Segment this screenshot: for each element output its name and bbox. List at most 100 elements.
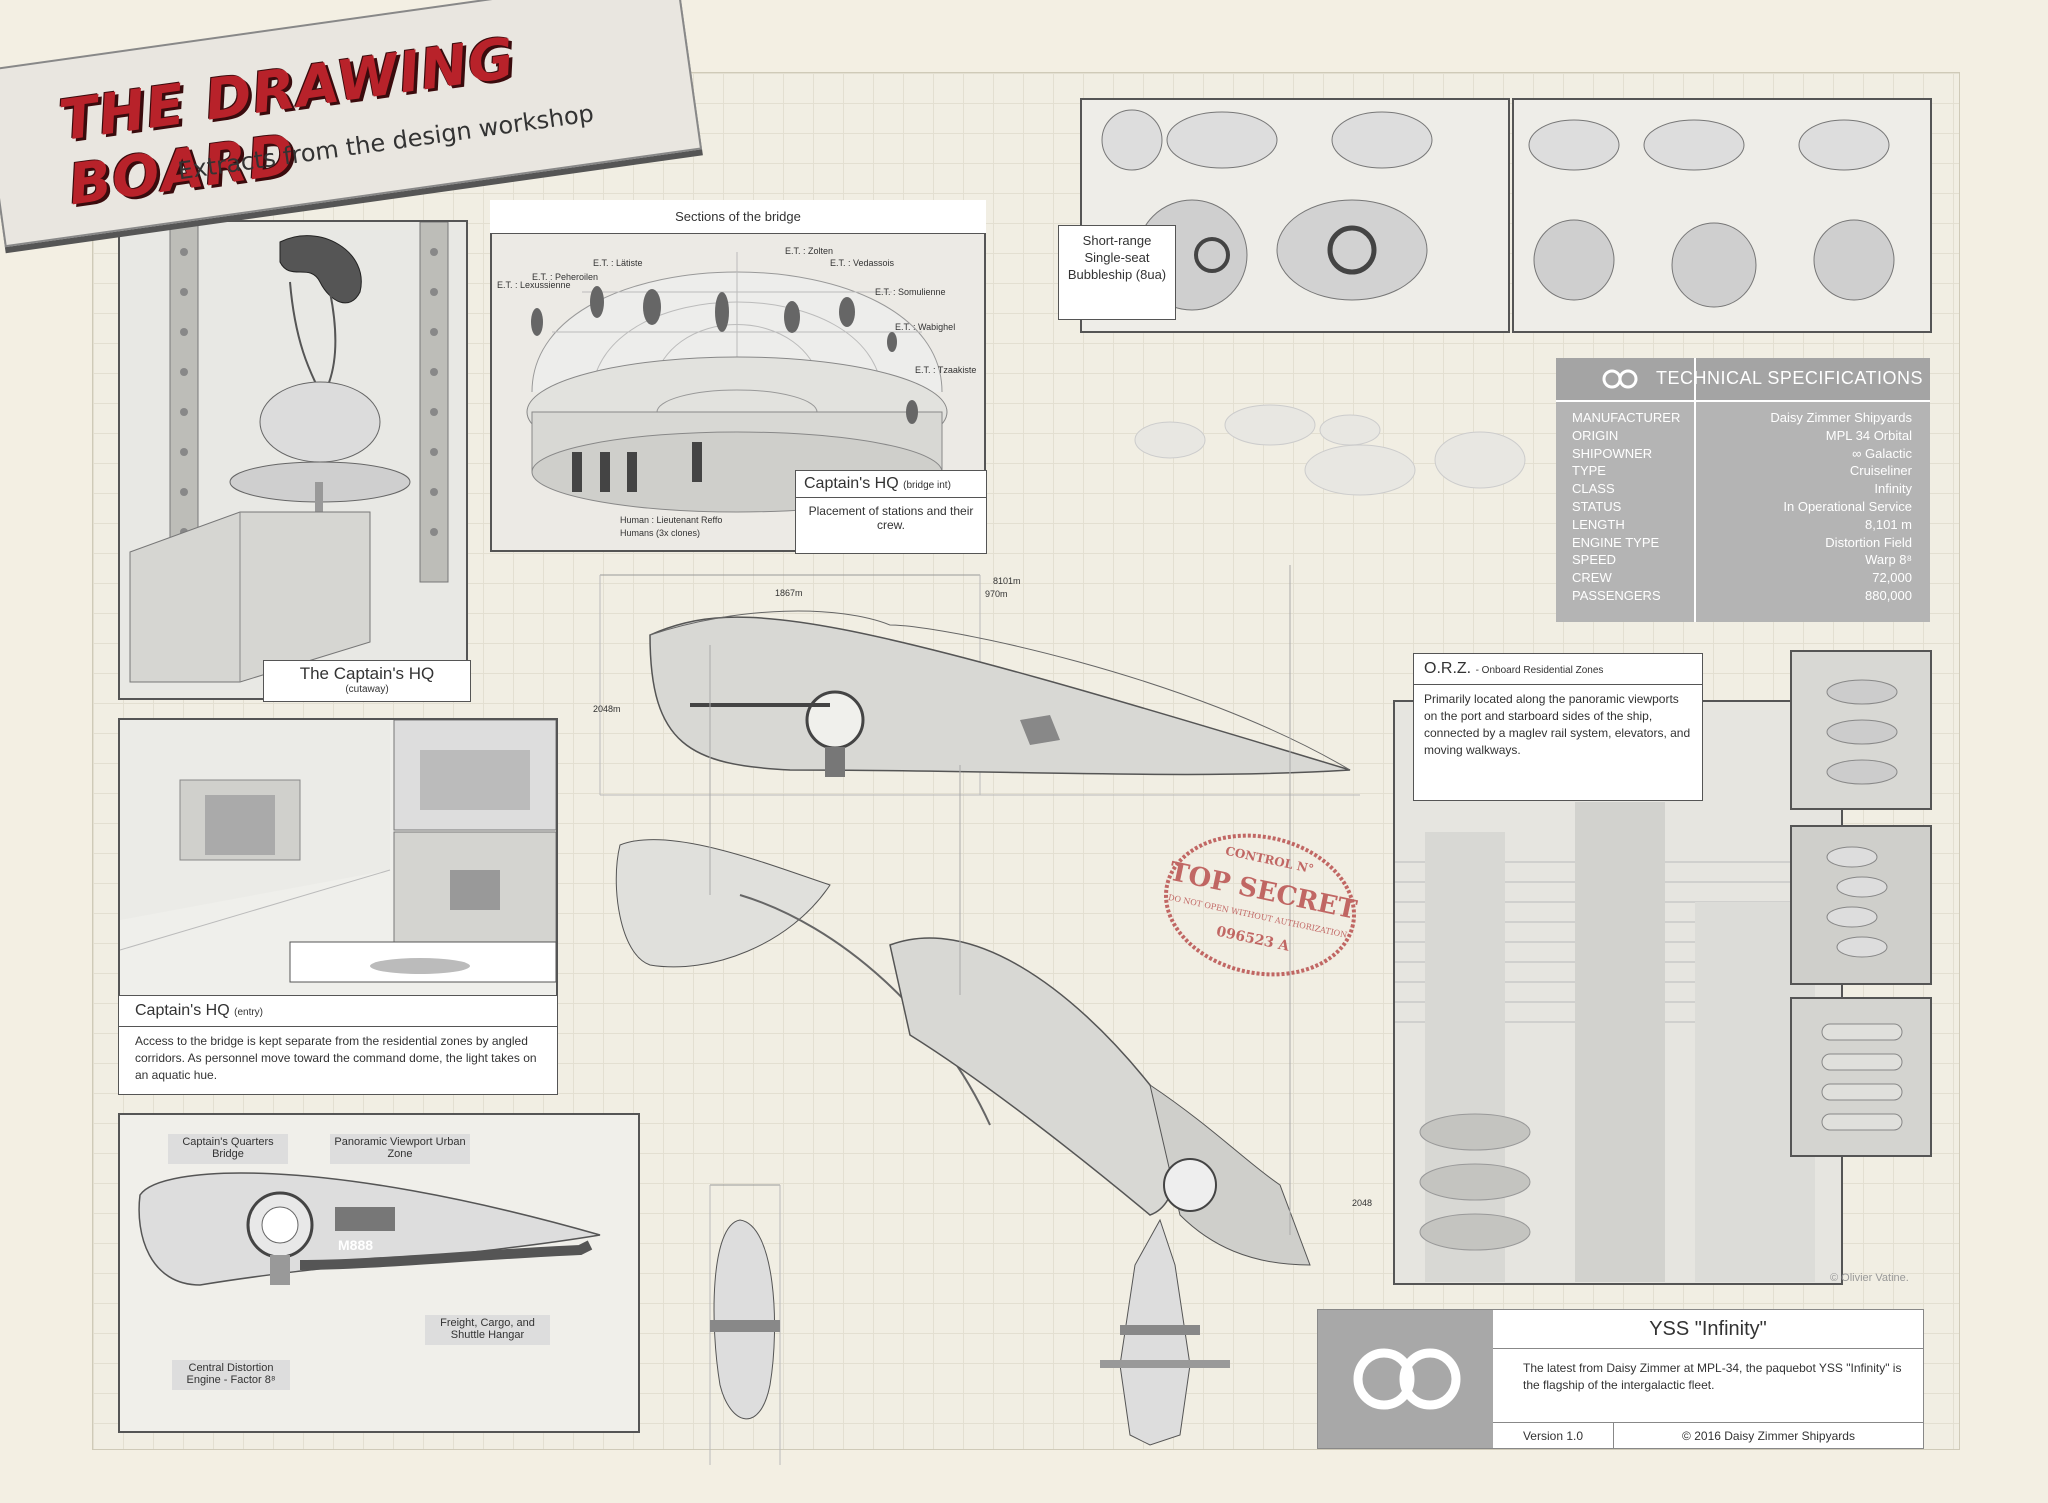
dim-height: 2048m [593, 704, 621, 714]
entry-subtitle: (entry) [234, 1007, 264, 1018]
spec-logo [1556, 358, 1696, 400]
bridge-label-peheroilen: E.T. : Peheroilen [532, 272, 599, 282]
spec-key: SPEED [1572, 552, 1617, 568]
spec-value: Distortion Field [1825, 534, 1912, 550]
cutaway-panel [118, 220, 468, 700]
spec-row: TYPE Cruiseliner [1556, 463, 1930, 481]
bridge-caption-sub: (bridge int) [903, 480, 951, 491]
entry-title: Captain's HQ [135, 1002, 230, 1019]
bridge-label-tzaakiste: E.T. : Tzaakiste [915, 365, 977, 375]
stamp-border-icon [1164, 833, 1356, 977]
spec-key: LENGTH [1572, 516, 1625, 532]
ship-perspective-view [615, 565, 1311, 1266]
spec-rows: MANUFACTURER Daisy Zimmer Shipyards ORIGI… [1556, 410, 1930, 606]
dim-970: 970m [985, 589, 1008, 599]
technical-specifications: TECHNICAL SPECIFICATIONS MANUFACTURER Dai… [1556, 358, 1930, 622]
footer-ship-name: YSS "Infinity" [1493, 1310, 1923, 1349]
orz-description: Primarily located along the panoramic vi… [1424, 692, 1691, 757]
dim-2048: 2048 [1352, 1198, 1373, 1208]
ship-side-view [599, 574, 1360, 796]
cutaway-subtitle: (cutaway) [345, 684, 389, 695]
pod-thumb-1 [1790, 650, 1932, 810]
ship-front-view [709, 1184, 781, 1465]
cutaway-illustration [120, 222, 466, 698]
pod-thumb-2 [1790, 825, 1932, 985]
footer-logo-block [1318, 1310, 1493, 1448]
spec-key: CLASS [1572, 481, 1615, 497]
infinity-logo-icon [1602, 369, 1638, 389]
spec-row: SPEED Warp 8⁸ [1556, 552, 1930, 570]
spec-row: MANUFACTURER Daisy Zimmer Shipyards [1556, 410, 1930, 428]
cutaway-title: The Captain's HQ [299, 664, 435, 683]
bridge-caption: Captain's HQ (bridge int) Placement of s… [795, 470, 987, 554]
ship-top-view [1100, 1218, 1230, 1446]
spec-value: Cruiseliner [1849, 463, 1912, 479]
spec-key: ORIGIN [1572, 427, 1619, 443]
spec-value: 8,101 m [1865, 516, 1912, 532]
title-block: YSS "Infinity" The latest from Daisy Zim… [1317, 1309, 1924, 1449]
bridge-caption-title: Captain's HQ [804, 475, 899, 492]
spec-row: PASSENGERS 880,000 [1556, 588, 1930, 606]
spec-value: Warp 8⁸ [1865, 552, 1912, 568]
spec-value: ∞ Galactic [1852, 445, 1912, 461]
entry-caption: Captain's HQ (entry) Access to the bridg… [118, 995, 558, 1095]
label-panoramic: Panoramic Viewport Urban Zone [330, 1134, 470, 1164]
dim-total: 8101m [993, 576, 1021, 586]
spec-column-divider [1694, 400, 1696, 622]
spec-value: In Operational Service [1783, 498, 1912, 514]
artist-credit: © Olivier Vatine. [1830, 1272, 1909, 1284]
bubbleship-sketch-2 [1514, 100, 1930, 331]
spec-row: ENGINE TYPE Distortion Field [1556, 535, 1930, 553]
orz-title: O.R.Z. [1424, 660, 1472, 677]
spec-value: 880,000 [1865, 587, 1912, 603]
footer-version: Version 1.0 [1493, 1422, 1614, 1449]
bubbleship-label-box: Short-range Single-seat Bubbleship (8ua) [1058, 225, 1176, 320]
infinity-emblem-icon [1353, 1348, 1461, 1410]
bubbleship-label: Short-range Single-seat Bubbleship (8ua) [1067, 233, 1167, 282]
bridge-label-reffo: Human : Lieutenant Reffo [620, 515, 723, 525]
spec-row: LENGTH 8,101 m [1556, 517, 1930, 535]
pod-tower-sketch-1 [1792, 652, 1930, 808]
bridge-label-wabighel: E.T. : Wabighel [895, 322, 956, 332]
bridge-label-vedassois: E.T. : Vedassois [830, 258, 895, 268]
bridge-label-clones: Humans (3x clones) [620, 528, 701, 538]
bridge-section-title: Sections of the bridge [490, 200, 986, 234]
spec-key: TYPE [1572, 463, 1606, 479]
spec-row: SHIPOWNER ∞ Galactic [1556, 446, 1930, 464]
bubbleship-panel-2 [1512, 98, 1932, 333]
bridge-label-lexussienne: E.T. : Lexussienne [497, 280, 571, 290]
bridge-caption-desc: Placement of stations and their crew. [808, 504, 974, 532]
bridge-sections-label: Sections of the bridge [675, 209, 801, 224]
bridge-label-latiste: E.T. : Lätiste [593, 258, 643, 268]
spec-value: Daisy Zimmer Shipyards [1770, 410, 1912, 425]
spec-key: PASSENGERS [1572, 587, 1661, 603]
spec-value: MPL 34 Orbital [1825, 427, 1912, 443]
spec-key: ENGINE TYPE [1572, 534, 1660, 550]
footer-description: The latest from Daisy Zimmer at MPL-34, … [1523, 1361, 1902, 1392]
spec-key: SHIPOWNER [1572, 445, 1653, 461]
cutaway-caption: The Captain's HQ (cutaway) [263, 660, 471, 702]
faded-pods-sketch [1134, 404, 1526, 496]
pod-tower-sketch-2 [1792, 827, 1930, 983]
spec-value: 72,000 [1872, 570, 1912, 586]
central-ship-blueprints [599, 565, 1360, 1465]
spec-key: STATUS [1572, 498, 1622, 514]
spec-row: ORIGIN MPL 34 Orbital [1556, 428, 1930, 446]
spec-heading: TECHNICAL SPECIFICATIONS [1656, 368, 1924, 388]
spec-key: CREW [1572, 570, 1612, 586]
spec-header: TECHNICAL SPECIFICATIONS [1556, 358, 1930, 402]
ship-hull-mark: M888 [338, 1237, 374, 1253]
label-captains-quarters: Captain's Quarters Bridge [168, 1134, 288, 1164]
footer-copyright: © 2016 Daisy Zimmer Shipyards [1614, 1422, 1923, 1449]
spec-key: MANUFACTURER [1572, 410, 1681, 425]
orz-subtitle: - Onboard Residential Zones [1475, 665, 1604, 676]
dim-1867: 1867m [775, 588, 803, 598]
bridge-label-somulienne: E.T. : Somulienne [875, 287, 946, 297]
ship-profile-illustration [120, 1115, 638, 1431]
label-freight: Freight, Cargo, and Shuttle Hangar [425, 1315, 550, 1345]
orz-caption: O.R.Z. - Onboard Residential Zones Prima… [1413, 653, 1703, 801]
spec-row: CREW 72,000 [1556, 570, 1930, 588]
top-secret-stamp: CONTROL N° TOP SECRET DO NOT OPEN WITHOU… [1137, 809, 1383, 1001]
bridge-label-zolten: E.T. : Zolten [785, 246, 834, 256]
